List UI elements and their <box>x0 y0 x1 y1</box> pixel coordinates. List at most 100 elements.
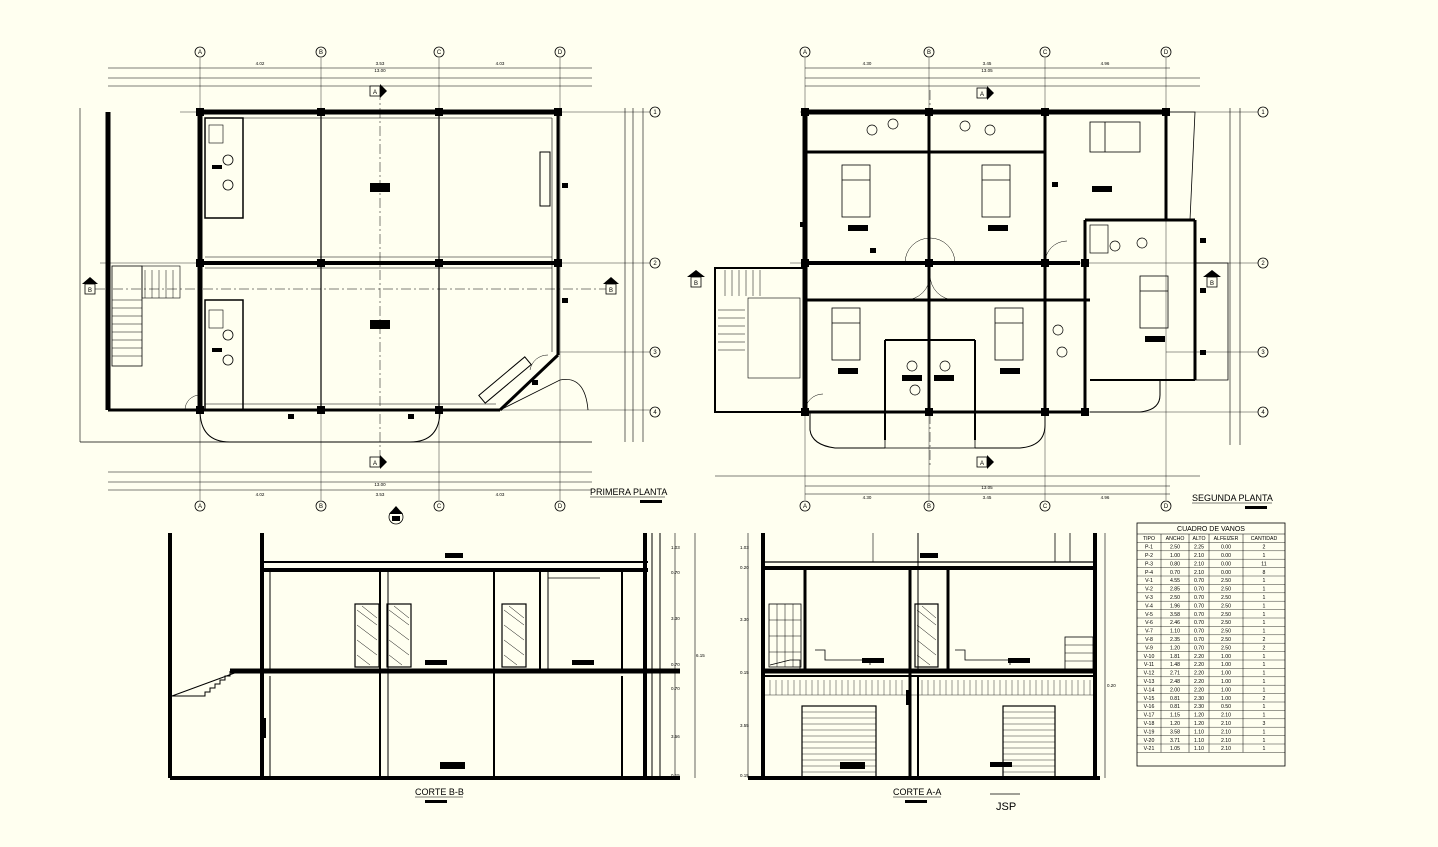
vanos-cell: V-11 <box>1144 662 1154 668</box>
plan2-section-markers: A A B B <box>687 86 1221 469</box>
vanos-cell: 1 <box>1263 704 1266 710</box>
svg-text:1.03: 1.03 <box>671 545 680 550</box>
vanos-cell: V-20 <box>1144 738 1155 744</box>
vanos-cell: 0.70 <box>1194 637 1204 643</box>
vanos-cell: P-3 <box>1145 561 1153 567</box>
svg-text:3.45: 3.45 <box>983 61 992 66</box>
vanos-cell: V-8 <box>1145 637 1153 643</box>
vanos-cell: 2.50 <box>1170 545 1180 551</box>
plan1-grid-bubbles: A B C D A B C D 1 2 3 4 <box>194 46 661 512</box>
vanos-header-cell: ALFEIZER <box>1214 536 1239 542</box>
svg-text:2: 2 <box>653 261 657 267</box>
vanos-cell: 2 <box>1263 545 1266 551</box>
svg-text:B: B <box>927 504 931 510</box>
grid-bubble-1-plan2: 1 <box>1257 106 1269 118</box>
vanos-cell: 2.50 <box>1221 629 1231 635</box>
first-floor-plan <box>79 58 650 500</box>
plan2-title: SEGUNDA PLANTA <box>1192 493 1273 509</box>
vanos-cell: 2.50 <box>1221 603 1231 609</box>
author-block: JSP <box>990 793 1020 813</box>
vanos-cell: 2.50 <box>1221 645 1231 651</box>
vanos-cell: 1 <box>1263 713 1266 719</box>
svg-text:B: B <box>609 288 613 294</box>
svg-text:B: B <box>88 288 92 294</box>
svg-text:0.20: 0.20 <box>1107 683 1116 688</box>
grid-bubble-4-plan2: 4 <box>1257 406 1269 418</box>
svg-text:D: D <box>1164 504 1169 510</box>
vanos-cell: V-19 <box>1144 729 1155 735</box>
grid-bubble-a-bottom: A <box>194 500 206 512</box>
section-marker-b-left: B <box>82 277 98 295</box>
svg-text:1: 1 <box>653 110 657 116</box>
svg-text:A: A <box>980 461 984 467</box>
vanos-cell: V-17 <box>1144 713 1155 719</box>
vanos-cell: 1 <box>1263 746 1266 752</box>
vanos-cell: 2.50 <box>1221 578 1231 584</box>
grid-bubble-3: 3 <box>649 346 661 358</box>
vanos-cell: P-2 <box>1145 553 1153 559</box>
svg-text:4.96: 4.96 <box>1101 495 1110 500</box>
section-bb-title: CORTE B-B <box>415 787 464 803</box>
grid-bubble-d-plan2: D <box>1160 46 1172 58</box>
vanos-cell: 2.25 <box>1194 545 1204 551</box>
vanos-cell: 1 <box>1263 587 1266 593</box>
svg-text:A: A <box>803 50 807 56</box>
vanos-cell: 1 <box>1263 603 1266 609</box>
svg-text:3.53: 3.53 <box>376 492 385 497</box>
vanos-cell: 2.10 <box>1221 713 1231 719</box>
vanos-cell: 2 <box>1263 637 1266 643</box>
vanos-cell: 1.20 <box>1170 721 1180 727</box>
grid-bubble-2: 2 <box>649 257 661 269</box>
vanos-cell: 1 <box>1263 729 1266 735</box>
svg-text:13.00: 13.00 <box>374 68 386 73</box>
svg-text:A: A <box>373 90 377 96</box>
svg-text:4.30: 4.30 <box>863 61 872 66</box>
svg-text:4: 4 <box>1261 410 1265 416</box>
vanos-cell: V-2 <box>1145 587 1153 593</box>
grid-bubble-4: 4 <box>649 406 661 418</box>
vanos-cell: 1.10 <box>1194 746 1204 752</box>
svg-text:4.96: 4.96 <box>1101 61 1110 66</box>
vanos-cell: 1.81 <box>1170 654 1180 660</box>
svg-text:0.20: 0.20 <box>740 565 749 570</box>
svg-text:A: A <box>803 504 807 510</box>
grid-bubble-a-plan2: A <box>799 46 811 58</box>
vanos-cell: 0.81 <box>1170 704 1180 710</box>
vanos-table-title: CUADRO DE VANOS <box>1177 526 1245 533</box>
vanos-cell: 2.20 <box>1194 662 1204 668</box>
vanos-cell: 2.10 <box>1221 729 1231 735</box>
vanos-cell: 0.00 <box>1221 545 1231 551</box>
section-marker-a-bottom: A <box>369 455 387 469</box>
svg-text:6.15: 6.15 <box>696 653 705 658</box>
vanos-cell: 0.70 <box>1170 570 1180 576</box>
vanos-cell: 1 <box>1263 687 1266 693</box>
svg-text:0.70: 0.70 <box>671 686 680 691</box>
vanos-cell: V-5 <box>1145 612 1153 618</box>
vanos-cell: 1.20 <box>1194 721 1204 727</box>
section-aa-dimensions: 1.03 0.20 3.30 0.15 0.20 3.55 0.15 <box>740 545 1116 778</box>
vanos-cell: 1.00 <box>1170 553 1180 559</box>
svg-text:C: C <box>1043 504 1048 510</box>
vanos-cell: V-14 <box>1144 687 1155 693</box>
svg-text:3.30: 3.30 <box>671 616 680 621</box>
vanos-cell: 2.35 <box>1170 637 1180 643</box>
vanos-cell: 1.15 <box>1170 713 1180 719</box>
section-marker-b-plan2-left: B <box>687 270 705 288</box>
vanos-cell: 0.00 <box>1221 570 1231 576</box>
vanos-cell: 0.81 <box>1170 696 1180 702</box>
grid-bubble-c: C <box>433 46 445 58</box>
second-floor-plan <box>714 58 1260 500</box>
plan2-dimensions: 4.30 3.45 4.96 13.05 4.30 3.45 4.96 13.0… <box>863 61 1110 500</box>
vanos-cell: 3.58 <box>1170 729 1180 735</box>
vanos-cell: 2.10 <box>1221 721 1231 727</box>
vanos-cell: 0.00 <box>1221 553 1231 559</box>
vanos-cell: V-6 <box>1145 620 1153 626</box>
vanos-cell: V-18 <box>1144 721 1155 727</box>
svg-text:1: 1 <box>1261 110 1265 116</box>
vanos-cell: V-16 <box>1144 704 1155 710</box>
svg-text:A: A <box>373 461 377 467</box>
svg-text:D: D <box>558 504 563 510</box>
svg-text:3.56: 3.56 <box>671 734 680 739</box>
vanos-cell: 1.10 <box>1170 629 1180 635</box>
svg-text:C: C <box>1043 50 1048 56</box>
